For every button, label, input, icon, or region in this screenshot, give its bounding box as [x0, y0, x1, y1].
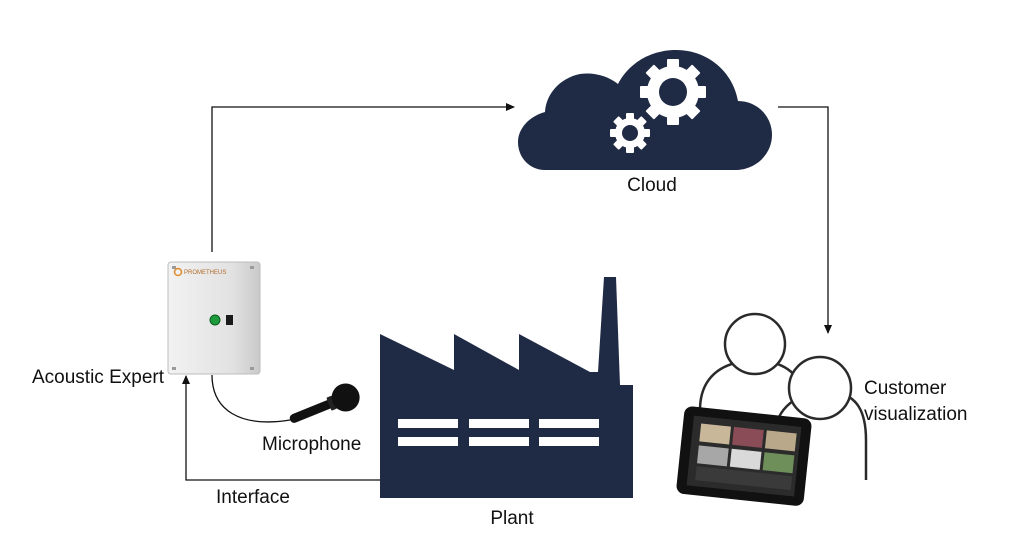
- customer-label-line2: visualization: [864, 404, 968, 425]
- switch-icon: [226, 315, 233, 325]
- connector-device-to-cloud: [211, 103, 515, 252]
- connector-plant-to-device: [182, 375, 380, 481]
- device-brand: PROMETHEUS: [184, 270, 226, 276]
- cloud-icon: [518, 50, 772, 170]
- acoustic-expert-label: Acoustic Expert: [32, 367, 165, 388]
- customer-label-line1: Customer: [864, 378, 947, 399]
- gear-icon: [640, 59, 706, 125]
- connector-cloud-to-customer: [778, 106, 832, 334]
- microphone-label: Microphone: [262, 434, 361, 455]
- brand-logo-icon: [173, 267, 183, 277]
- microphone-cable: [211, 374, 291, 423]
- device-box-icon: PROMETHEUS: [167, 261, 261, 375]
- interface-label: Interface: [216, 487, 290, 508]
- factory-icon: [380, 277, 633, 498]
- power-button-icon: [209, 314, 221, 326]
- gear-icon: [610, 113, 650, 153]
- microphone-icon: [289, 383, 360, 423]
- tablet-icon: [676, 406, 812, 506]
- plant-label: Plant: [490, 508, 534, 529]
- cloud-label: Cloud: [627, 175, 677, 196]
